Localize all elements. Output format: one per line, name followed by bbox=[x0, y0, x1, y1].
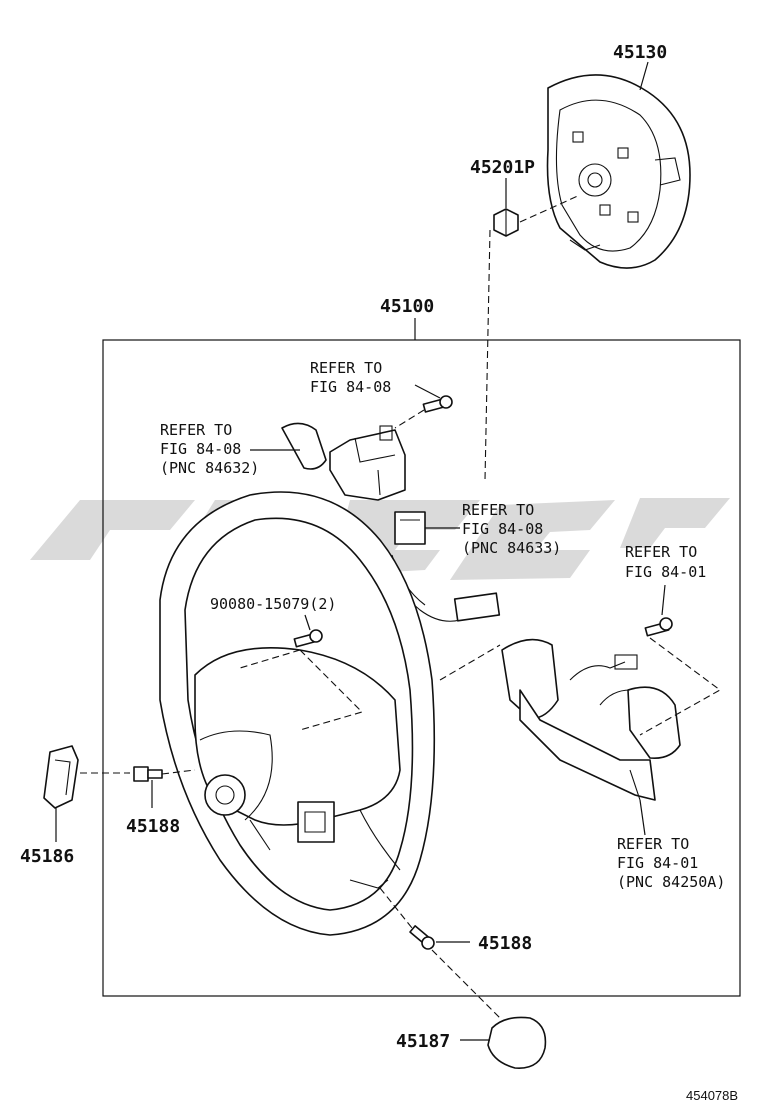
label-45186: 45186 bbox=[20, 846, 74, 867]
assembly-frame-45100 bbox=[102, 339, 741, 997]
airbag-45130-drawing bbox=[546, 74, 691, 269]
ref3-line3: (PNC 84633) bbox=[462, 539, 561, 557]
screw-45188-left-drawing bbox=[133, 766, 163, 782]
ref3-line2: FIG 84-08 bbox=[462, 520, 543, 538]
label-45100: 45100 bbox=[380, 296, 434, 317]
label-45188-bottom: 45188 bbox=[478, 933, 532, 954]
diagram-id: 454078B bbox=[686, 1088, 738, 1103]
label-45201p: 45201P bbox=[470, 157, 535, 178]
ref1-line2: FIG 84-08 bbox=[310, 378, 391, 396]
cover-45186-drawing bbox=[43, 745, 79, 809]
screw-45188-bottom-drawing bbox=[409, 925, 435, 950]
ref3-line1: REFER TO bbox=[462, 501, 534, 519]
screw-top-drawing bbox=[422, 395, 453, 413]
ref5-line2: FIG 84-01 bbox=[617, 854, 698, 872]
screw-right-drawing bbox=[644, 617, 673, 637]
ref5-line1: REFER TO bbox=[617, 835, 689, 853]
ref4-line1: REFER TO bbox=[625, 543, 697, 561]
steering-wheel-drawing bbox=[159, 491, 436, 936]
steering-switch-84250a-drawing bbox=[501, 638, 681, 801]
paddle-switch-84632-drawing bbox=[281, 422, 406, 501]
label-45130: 45130 bbox=[613, 42, 667, 63]
ref2-line3: (PNC 84632) bbox=[160, 459, 259, 477]
label-45188-left: 45188 bbox=[126, 816, 180, 837]
ref2-line1: REFER TO bbox=[160, 421, 232, 439]
bolt-90080-drawing bbox=[293, 629, 323, 648]
cap-45187-drawing bbox=[487, 1016, 547, 1069]
label-90080-15079: 90080-15079(2) bbox=[210, 595, 336, 613]
label-45187: 45187 bbox=[396, 1031, 450, 1052]
leader-45130 bbox=[639, 61, 649, 91]
ref4-line2: FIG 84-01 bbox=[625, 563, 706, 581]
nut-45201p-drawing bbox=[493, 208, 519, 237]
ref5-line3: (PNC 84250A) bbox=[617, 873, 725, 891]
ref1-line1: REFER TO bbox=[310, 359, 382, 377]
ref2-line2: FIG 84-08 bbox=[160, 440, 241, 458]
